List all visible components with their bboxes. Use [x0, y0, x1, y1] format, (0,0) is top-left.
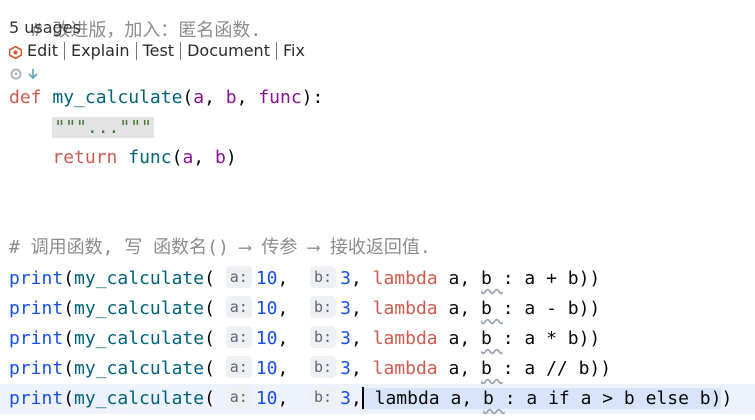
- print-line-3: print(my_calculate( a:10, b:3, lambda a,…: [9, 326, 601, 349]
- keyword-lambda: lambda: [372, 358, 438, 379]
- function-call: my_calculate: [74, 328, 205, 349]
- keyword-lambda: lambda: [372, 268, 438, 289]
- param-hint-b: b:: [310, 356, 337, 378]
- lambda-param-b: b: [481, 268, 503, 289]
- divider: [180, 41, 182, 60]
- print-call: print: [9, 328, 64, 349]
- function-call: my_calculate: [74, 388, 205, 409]
- comment-line: # 调用函数, 写 函数名() ⟶ 传参 ⟶ 接收返回值.: [9, 233, 755, 263]
- lambda-body: a + b): [524, 268, 590, 289]
- print-line-5-current[interactable]: print(my_calculate( a:10, b:3, lambda a,…: [0, 384, 755, 414]
- lens-explain-button[interactable]: Explain: [70, 41, 130, 60]
- keyword-lambda: lambda: [372, 328, 438, 349]
- text-selection[interactable]: lambda a, b : a if a > b else b): [363, 388, 722, 409]
- arg-value: 10: [255, 298, 278, 319]
- code-comment: # 调用函数, 写 函数名() ⟶ 传参 ⟶ 接收返回值.: [9, 237, 431, 258]
- arg-value: 10: [255, 328, 278, 349]
- divider: [63, 41, 65, 60]
- param-b: b: [225, 87, 237, 108]
- arg-value: 10: [255, 388, 278, 409]
- lambda-body: a if a > b else b): [526, 388, 722, 409]
- docstring-line: """...""": [9, 113, 755, 143]
- keyword-lambda: lambda: [374, 388, 440, 409]
- lambda-body: a - b): [524, 298, 590, 319]
- keyword-return: return: [52, 147, 118, 168]
- arg-value: 3: [340, 358, 351, 379]
- lens-edit-button[interactable]: Edit: [27, 41, 58, 60]
- lens-test-button[interactable]: Test: [142, 41, 175, 60]
- implement-gutter-icons[interactable]: [9, 66, 41, 85]
- function-call: my_calculate: [74, 358, 205, 379]
- lambda-param-b: b: [481, 298, 503, 319]
- divider: [275, 41, 277, 60]
- print-call: print: [9, 268, 64, 289]
- param-a: a: [193, 87, 205, 108]
- arg-value: 10: [255, 268, 278, 289]
- arg-value: 3: [340, 328, 351, 349]
- arg-a: a: [182, 147, 194, 168]
- param-hint-a: a:: [225, 266, 252, 288]
- function-call: my_calculate: [74, 268, 205, 289]
- top-comment-line: # 改进版，加入：匿名函数.: [9, 0, 755, 41]
- print-call: print: [9, 358, 64, 379]
- func-call: func: [128, 147, 172, 168]
- lambda-param-b: b: [481, 358, 503, 379]
- arg-value: 3: [340, 268, 351, 289]
- ai-code-lens: Edit Explain Test Document Fix: [8, 41, 305, 60]
- param-hint-a: a:: [225, 356, 252, 378]
- arg-value: 3: [340, 388, 351, 409]
- print-line-1: print(my_calculate( a:10, b:3, lambda a,…: [9, 266, 601, 289]
- lens-fix-button[interactable]: Fix: [282, 41, 305, 60]
- arg-value: 3: [340, 298, 351, 319]
- print-line-2: print(my_calculate( a:10, b:3, lambda a,…: [9, 296, 601, 319]
- print-call: print: [9, 298, 64, 319]
- usages-count: 5 usages: [9, 18, 81, 37]
- lambda-body: a * b): [524, 328, 590, 349]
- return-line: return func(a, b): [52, 147, 237, 168]
- arg-value: 10: [255, 358, 278, 379]
- folded-docstring[interactable]: """...""": [52, 117, 154, 138]
- param-hint-a: a:: [225, 386, 252, 408]
- param-hint-b: b:: [310, 326, 337, 348]
- lens-document-button[interactable]: Document: [187, 41, 270, 60]
- lambda-param-b: b: [481, 328, 503, 349]
- lambda-param-b: b: [483, 388, 505, 409]
- code-comment: # 改进版，加入：匿名函数.: [30, 20, 262, 41]
- ai-assistant-icon: [8, 44, 23, 60]
- param-hint-a: a:: [225, 326, 252, 348]
- param-func: func: [258, 87, 302, 108]
- function-call: my_calculate: [74, 298, 205, 319]
- gear-down-arrow-icon: [10, 68, 38, 80]
- def-line: def my_calculate(a, b, func):: [9, 87, 324, 108]
- keyword-def: def: [9, 87, 42, 108]
- text-caret: [361, 387, 364, 409]
- lambda-body: a // b): [524, 358, 601, 379]
- print-call: print: [9, 388, 64, 409]
- divider: [135, 41, 137, 60]
- param-hint-b: b:: [310, 296, 337, 318]
- usages-indicator[interactable]: 5 usages: [9, 18, 81, 37]
- param-hint-b: b:: [310, 266, 337, 288]
- arg-b: b: [214, 147, 226, 168]
- param-hint-a: a:: [225, 296, 252, 318]
- param-hint-b: b:: [310, 386, 337, 408]
- function-name: my_calculate: [52, 87, 183, 108]
- keyword-lambda: lambda: [372, 298, 438, 319]
- print-line-4: print(my_calculate( a:10, b:3, lambda a,…: [9, 356, 612, 379]
